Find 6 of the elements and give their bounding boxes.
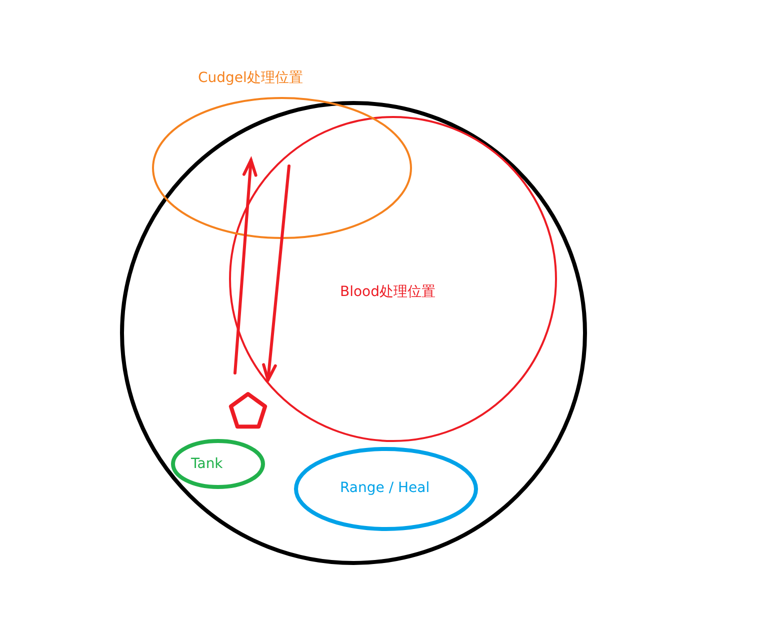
arrow: [262, 164, 290, 384]
zone-label: Tank: [191, 456, 223, 473]
zone-label: Cudgel处理位置: [198, 70, 303, 87]
arrow: [234, 156, 258, 374]
zone-label: Range / Heal: [340, 480, 430, 497]
zone-label: Blood处理位置: [340, 284, 436, 301]
